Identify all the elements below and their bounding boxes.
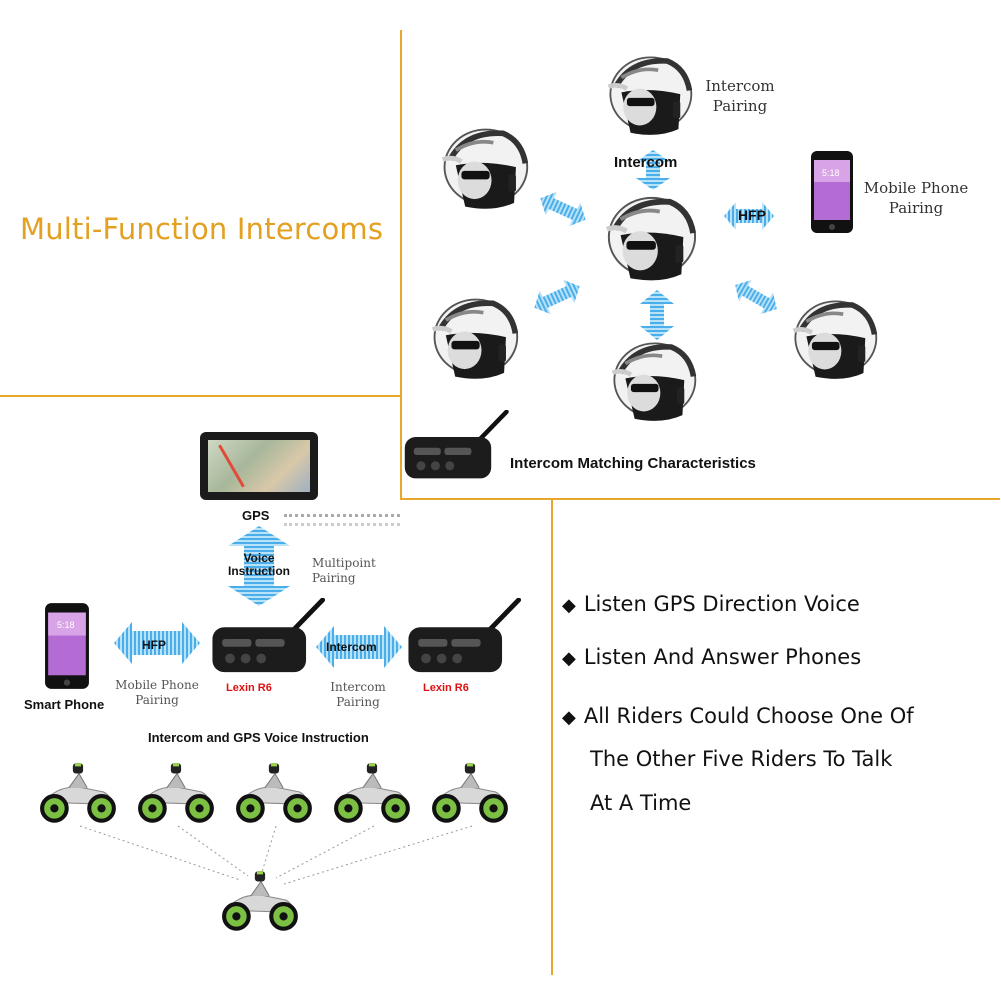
intercom-label-bottom: Intercom <box>326 640 377 654</box>
gps-dotted-line <box>284 514 400 526</box>
arrow-diag-left <box>540 191 586 227</box>
voice-instruction-label: Voice Instruction <box>228 551 290 578</box>
hfp-label-top: HFP <box>738 207 766 223</box>
phone-time-top: 5:18 <box>822 168 840 178</box>
arrow-vertical-top <box>636 150 670 190</box>
arrow-hfp-bottom <box>114 622 200 664</box>
helmet-center <box>598 190 702 288</box>
phone-time-bottom: 5:18 <box>57 620 75 630</box>
diamond-bullet-icon: ◆ <box>562 595 576 616</box>
intercom-pairing-label-top: Intercom Pairing <box>705 77 775 115</box>
feature-3: ◆ All Riders Could Choose One Of <box>562 704 914 728</box>
feature-2: ◆ Listen And Answer Phones <box>562 645 861 669</box>
arrow-intercom-bottom <box>316 626 402 668</box>
feature-1: ◆ Listen GPS Direction Voice <box>562 592 860 616</box>
feature-text: Listen And Answer Phones <box>583 645 862 669</box>
multipoint-pairing-label: Multipoint Pairing <box>312 556 376 585</box>
device-1-label: Lexin R6 <box>226 682 272 694</box>
arrow-voice <box>228 526 290 606</box>
mobile-pairing-label-bottom: Mobile Phone Pairing <box>115 678 199 707</box>
arrow-hfp-top <box>724 202 774 230</box>
intercom-pairing-label-bottom: Intercom Pairing <box>330 680 386 709</box>
feature-3-line-3: At A Time <box>590 791 692 815</box>
arrow-vertical-bottom <box>640 290 674 340</box>
arrow-diag-bottom-left <box>534 279 580 315</box>
bottom-caption: Intercom and GPS Voice Instruction <box>148 730 369 745</box>
divider-vertical-top <box>400 30 402 500</box>
phone-icon-top <box>810 150 854 234</box>
helmet-top <box>600 50 698 142</box>
helmet-bottom <box>604 336 702 428</box>
feature-text: Listen GPS Direction Voice <box>583 592 860 616</box>
smart-phone-label: Smart Phone <box>24 697 105 712</box>
hfp-label-bottom: HFP <box>142 638 166 652</box>
divider-horizontal-right <box>400 498 1000 500</box>
intercom-label-top: Intercom <box>614 154 678 171</box>
feature-3-line-2: The Other Five Riders To Talk <box>590 747 893 771</box>
gps-device <box>200 432 318 500</box>
feature-text: All Riders Could Choose One Of <box>583 704 914 728</box>
gps-label: GPS <box>242 508 270 523</box>
diamond-bullet-icon: ◆ <box>562 707 576 728</box>
divider-vertical-bottom <box>551 500 553 975</box>
device-2-label: Lexin R6 <box>423 682 469 694</box>
rider-connection-lines <box>79 825 473 885</box>
arrow-diag-right <box>735 279 777 315</box>
divider-horizontal-left <box>0 395 402 397</box>
top-caption: Intercom Matching Characteristics <box>510 455 756 472</box>
headline: Multi-Function Intercoms <box>20 212 384 246</box>
mobile-pairing-label-top: Mobile Phone Pairing <box>863 179 969 217</box>
diamond-bullet-icon: ◆ <box>562 648 576 669</box>
helmet-right <box>786 294 882 386</box>
